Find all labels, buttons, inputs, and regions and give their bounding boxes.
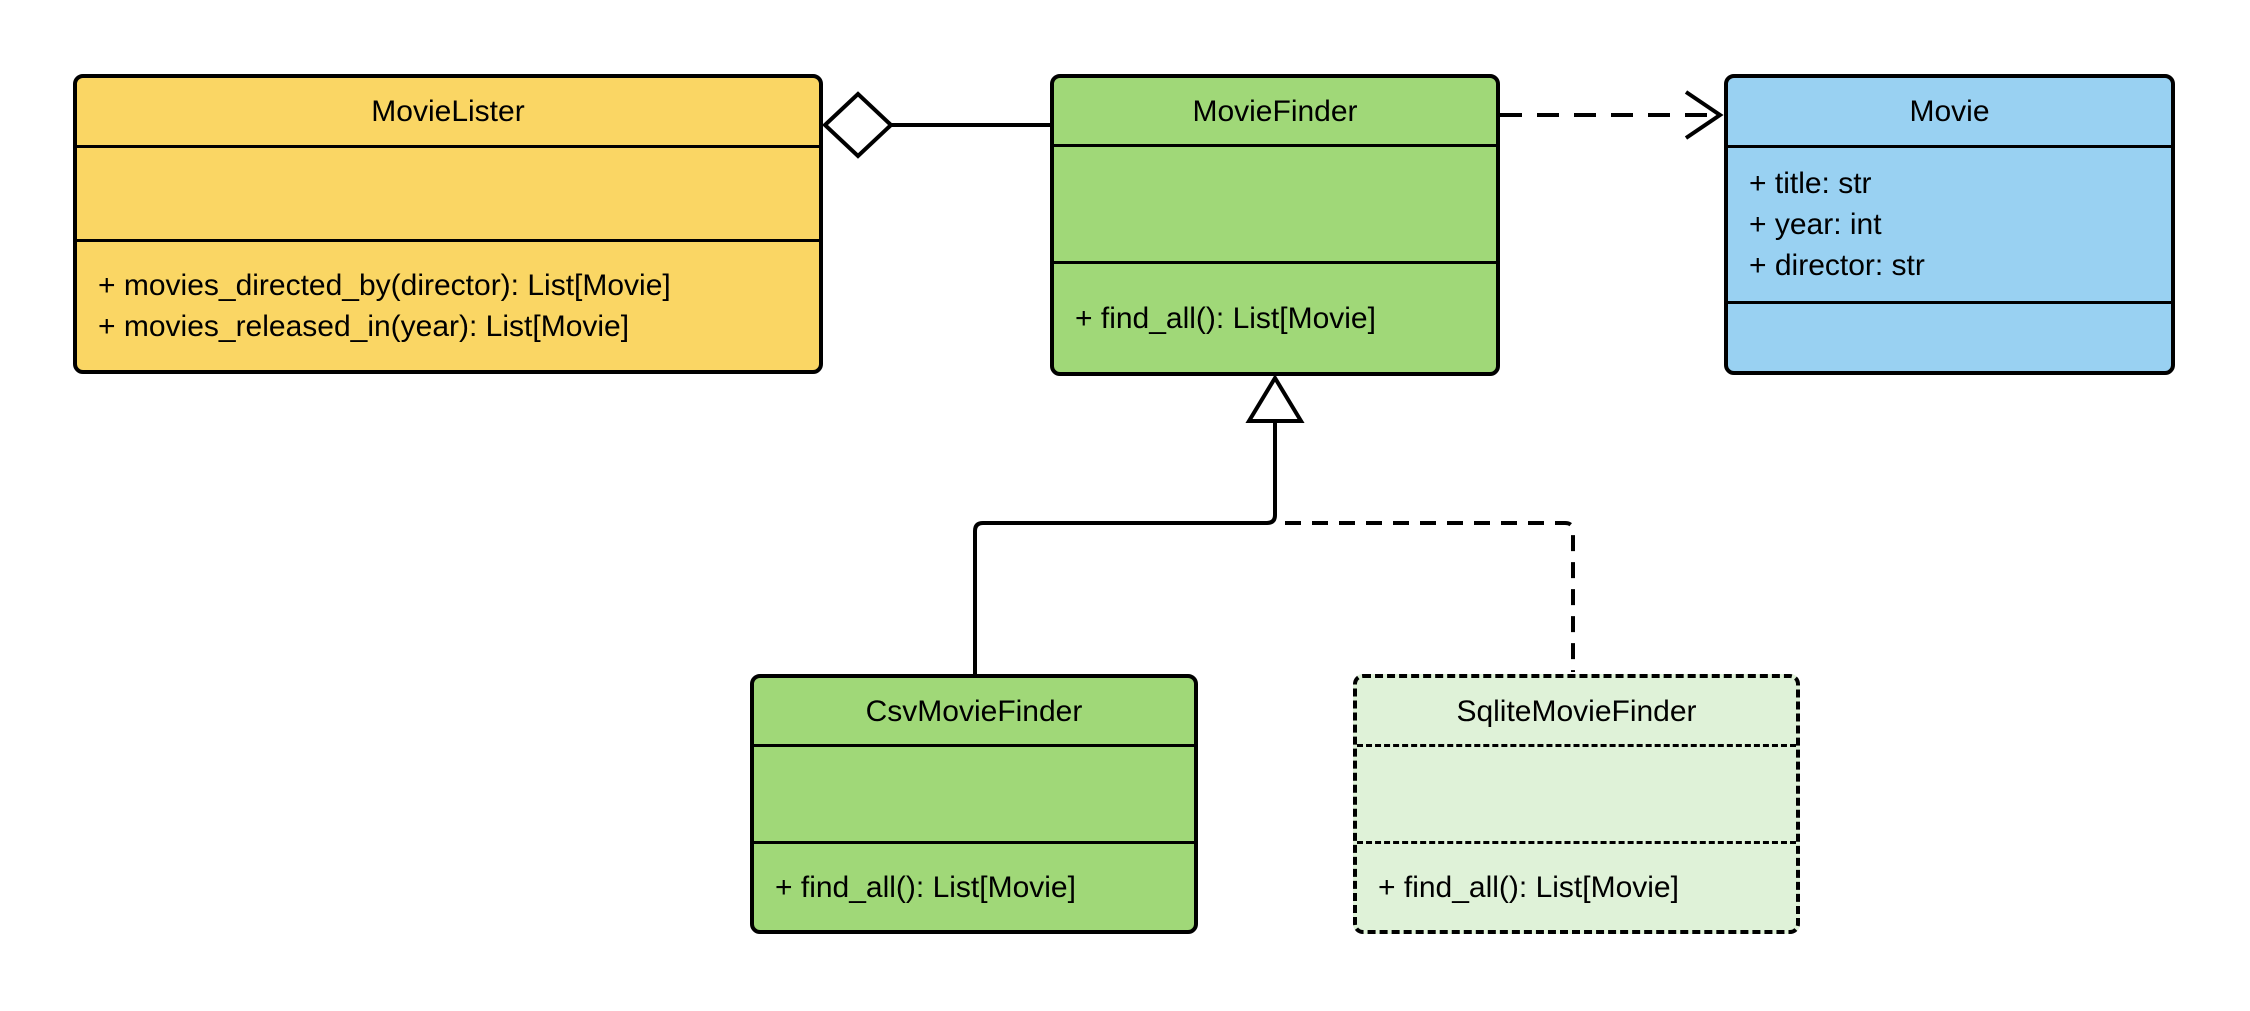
attribute-line: + title: str — [1749, 167, 1872, 200]
aggregation-connector — [822, 91, 1050, 159]
hollow-triangle-marker — [1245, 374, 1305, 423]
class-box-movielister: MovieLister + movies_directed_by(directo… — [73, 74, 823, 374]
class-box-csvmoviefinder: CsvMovieFinder + find_all(): List[Movie] — [750, 674, 1198, 934]
method-line: + find_all(): List[Movie] — [775, 870, 1076, 904]
class-methods-section: + find_all(): List[Movie] — [1357, 844, 1796, 930]
class-title: SqliteMovieFinder — [1357, 678, 1796, 747]
generalization-connector-sqlite — [1285, 521, 1575, 672]
method-line: + movies_released_in(year): List[Movie] — [98, 310, 630, 343]
class-methods-section — [1728, 304, 2171, 371]
method-line: + find_all(): List[Movie] — [1075, 301, 1376, 335]
class-attributes-section: + title: str + year: int + director: str — [1728, 148, 2171, 304]
attribute-line: + director: str — [1749, 249, 1925, 282]
class-title: MovieFinder — [1054, 78, 1496, 147]
class-attributes-section — [1054, 147, 1496, 264]
class-title: MovieLister — [77, 78, 819, 148]
class-box-moviefinder: MovieFinder + find_all(): List[Movie] — [1050, 74, 1500, 376]
class-methods-section: + find_all(): List[Movie] — [754, 844, 1194, 930]
class-title: CsvMovieFinder — [754, 678, 1194, 747]
generalization-connector-csv — [973, 421, 1277, 674]
open-arrowhead-marker — [1684, 90, 1724, 140]
dependency-connector — [1500, 90, 1724, 140]
class-box-sqlitemoviefinder: SqliteMovieFinder + find_all(): List[Mov… — [1353, 674, 1800, 934]
generalization-line-solid — [973, 421, 1277, 674]
method-line: + find_all(): List[Movie] — [1378, 870, 1679, 904]
class-box-movie: Movie + title: str + year: int + directo… — [1724, 74, 2175, 375]
class-methods-section: + movies_directed_by(director): List[Mov… — [77, 242, 819, 370]
hollow-diamond-marker — [822, 91, 894, 159]
method-line: + movies_directed_by(director): List[Mov… — [98, 269, 671, 302]
generalization-line-dashed — [1285, 521, 1575, 672]
class-methods-section: + find_all(): List[Movie] — [1054, 264, 1496, 372]
attribute-line: + year: int — [1749, 208, 1882, 241]
class-title: Movie — [1728, 78, 2171, 148]
class-attributes-section — [754, 747, 1194, 844]
class-attributes-section — [1357, 747, 1796, 844]
class-attributes-section — [77, 148, 819, 242]
